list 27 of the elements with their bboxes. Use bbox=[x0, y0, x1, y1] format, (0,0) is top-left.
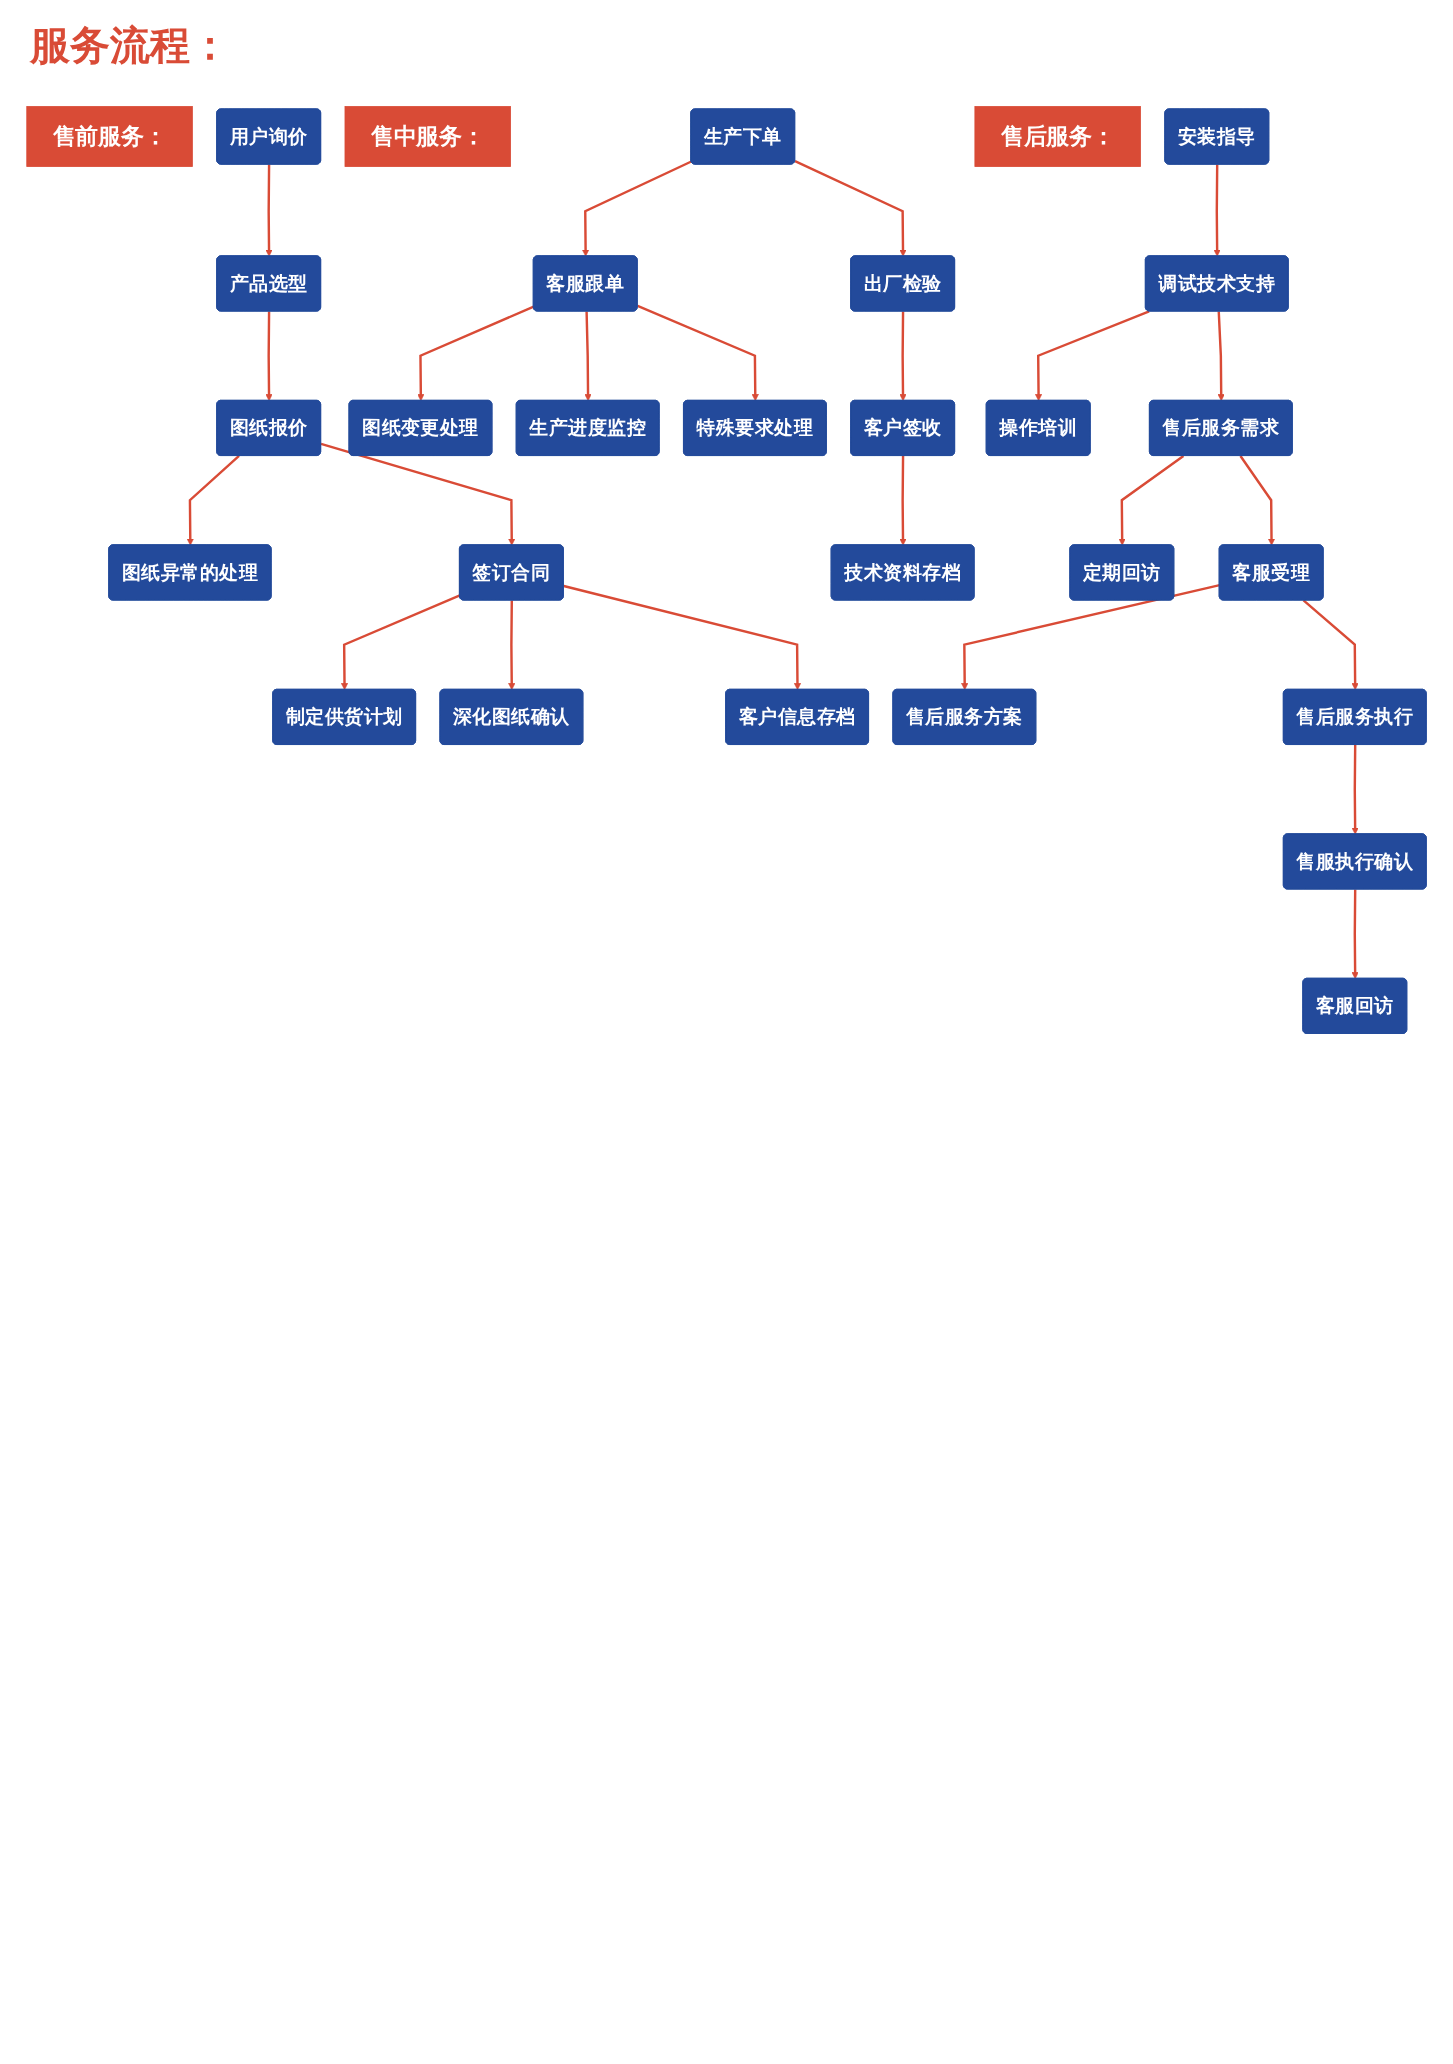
arrow bbox=[584, 311, 592, 402]
arrow bbox=[1217, 311, 1225, 402]
node-box: 售后服务： bbox=[974, 106, 1141, 167]
arrow bbox=[265, 311, 273, 402]
arrow bbox=[1351, 889, 1359, 980]
arrow bbox=[899, 311, 907, 402]
arrow bbox=[563, 584, 802, 691]
arrow bbox=[417, 305, 535, 402]
arrow bbox=[1239, 455, 1276, 546]
node-box: 售前服务： bbox=[26, 106, 193, 167]
arrow bbox=[320, 442, 516, 546]
arrow bbox=[961, 583, 1220, 691]
arrow bbox=[1213, 164, 1221, 257]
arrow bbox=[265, 164, 273, 257]
arrow bbox=[794, 160, 907, 257]
arrow bbox=[340, 594, 461, 691]
arrow bbox=[508, 600, 516, 691]
arrow bbox=[637, 304, 759, 402]
diagram-title: 服务流程： bbox=[30, 21, 230, 70]
arrow bbox=[1035, 310, 1150, 402]
arrow bbox=[1351, 744, 1359, 835]
arrow bbox=[899, 455, 907, 546]
arrow bbox=[186, 455, 240, 546]
node-box: 售中服务： bbox=[344, 106, 511, 167]
arrow bbox=[1118, 454, 1185, 546]
arrow bbox=[1302, 599, 1359, 691]
arrow bbox=[582, 160, 692, 257]
